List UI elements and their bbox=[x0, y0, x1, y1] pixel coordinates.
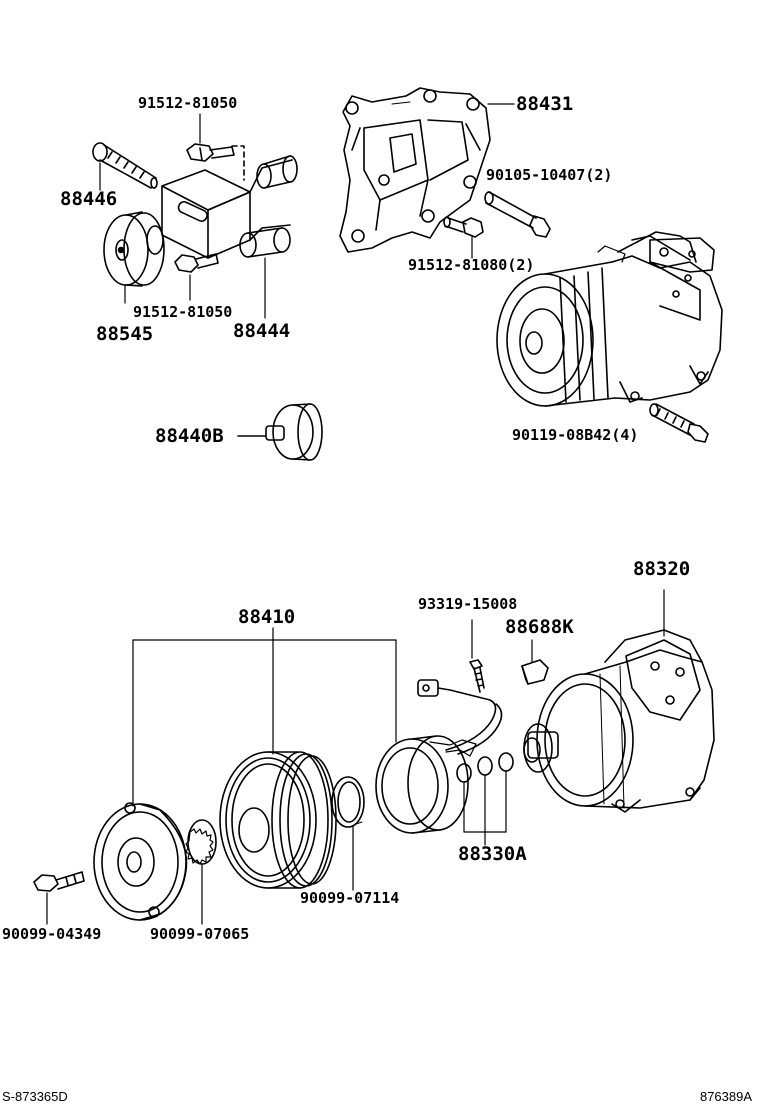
label-88688K: 88688K bbox=[505, 616, 574, 638]
label-88444: 88444 bbox=[233, 320, 291, 342]
snap-ring-90099-07114 bbox=[331, 776, 365, 891]
bolt-90105-10407 bbox=[484, 191, 551, 238]
rotor-pulley bbox=[219, 751, 337, 889]
footer-right-code: 876389A bbox=[699, 1089, 752, 1104]
idler-pulley-88440B bbox=[237, 403, 323, 461]
leader-88410 bbox=[132, 627, 397, 807]
compressor-assembled-top bbox=[496, 231, 723, 407]
label-88446: 88446 bbox=[60, 188, 118, 210]
bolt-91512-81080 bbox=[443, 216, 484, 259]
label-91512-81050-bottom: 91512-81050 bbox=[133, 303, 233, 321]
footer-left-code: S-873365D bbox=[2, 1089, 68, 1104]
screw-93319-15008 bbox=[469, 619, 485, 693]
label-90119-08B42: 90119-08B42(4) bbox=[512, 426, 639, 444]
label-90099-07065: 90099-07065 bbox=[150, 925, 250, 943]
label-88545: 88545 bbox=[96, 323, 154, 345]
label-88330A: 88330A bbox=[458, 843, 527, 865]
label-88431: 88431 bbox=[516, 93, 574, 115]
bolt-91512-81050-top bbox=[186, 143, 245, 181]
bolt-90119-08B42 bbox=[649, 403, 709, 443]
bolt-91512-81050-bottom bbox=[174, 253, 219, 273]
bolt-90099-04349 bbox=[33, 871, 85, 925]
washer-90099-07065 bbox=[185, 819, 217, 925]
compressor-88320 bbox=[523, 589, 715, 813]
clip-88688K bbox=[521, 639, 549, 685]
label-90105-10407: 90105-10407(2) bbox=[486, 166, 613, 184]
label-91512-81080: 91512-81080(2) bbox=[408, 256, 535, 274]
bracket-88444 bbox=[161, 155, 298, 259]
pulley-88545 bbox=[103, 211, 165, 287]
label-88440B: 88440B bbox=[155, 425, 224, 447]
mounting-bracket-88431 bbox=[339, 87, 491, 253]
label-90099-04349: 90099-04349 bbox=[2, 925, 102, 943]
label-93319-15008: 93319-15008 bbox=[418, 595, 518, 613]
pressure-plate bbox=[93, 802, 188, 921]
shims-88330A bbox=[456, 752, 514, 846]
label-88320: 88320 bbox=[633, 558, 691, 580]
label-91512-81050-top: 91512-81050 bbox=[138, 94, 238, 112]
leader-lines-top-left bbox=[99, 113, 266, 319]
label-88410: 88410 bbox=[238, 606, 296, 628]
bolt-88446 bbox=[92, 142, 158, 189]
label-90099-07114: 90099-07114 bbox=[300, 889, 400, 907]
stator-coil bbox=[375, 679, 503, 834]
